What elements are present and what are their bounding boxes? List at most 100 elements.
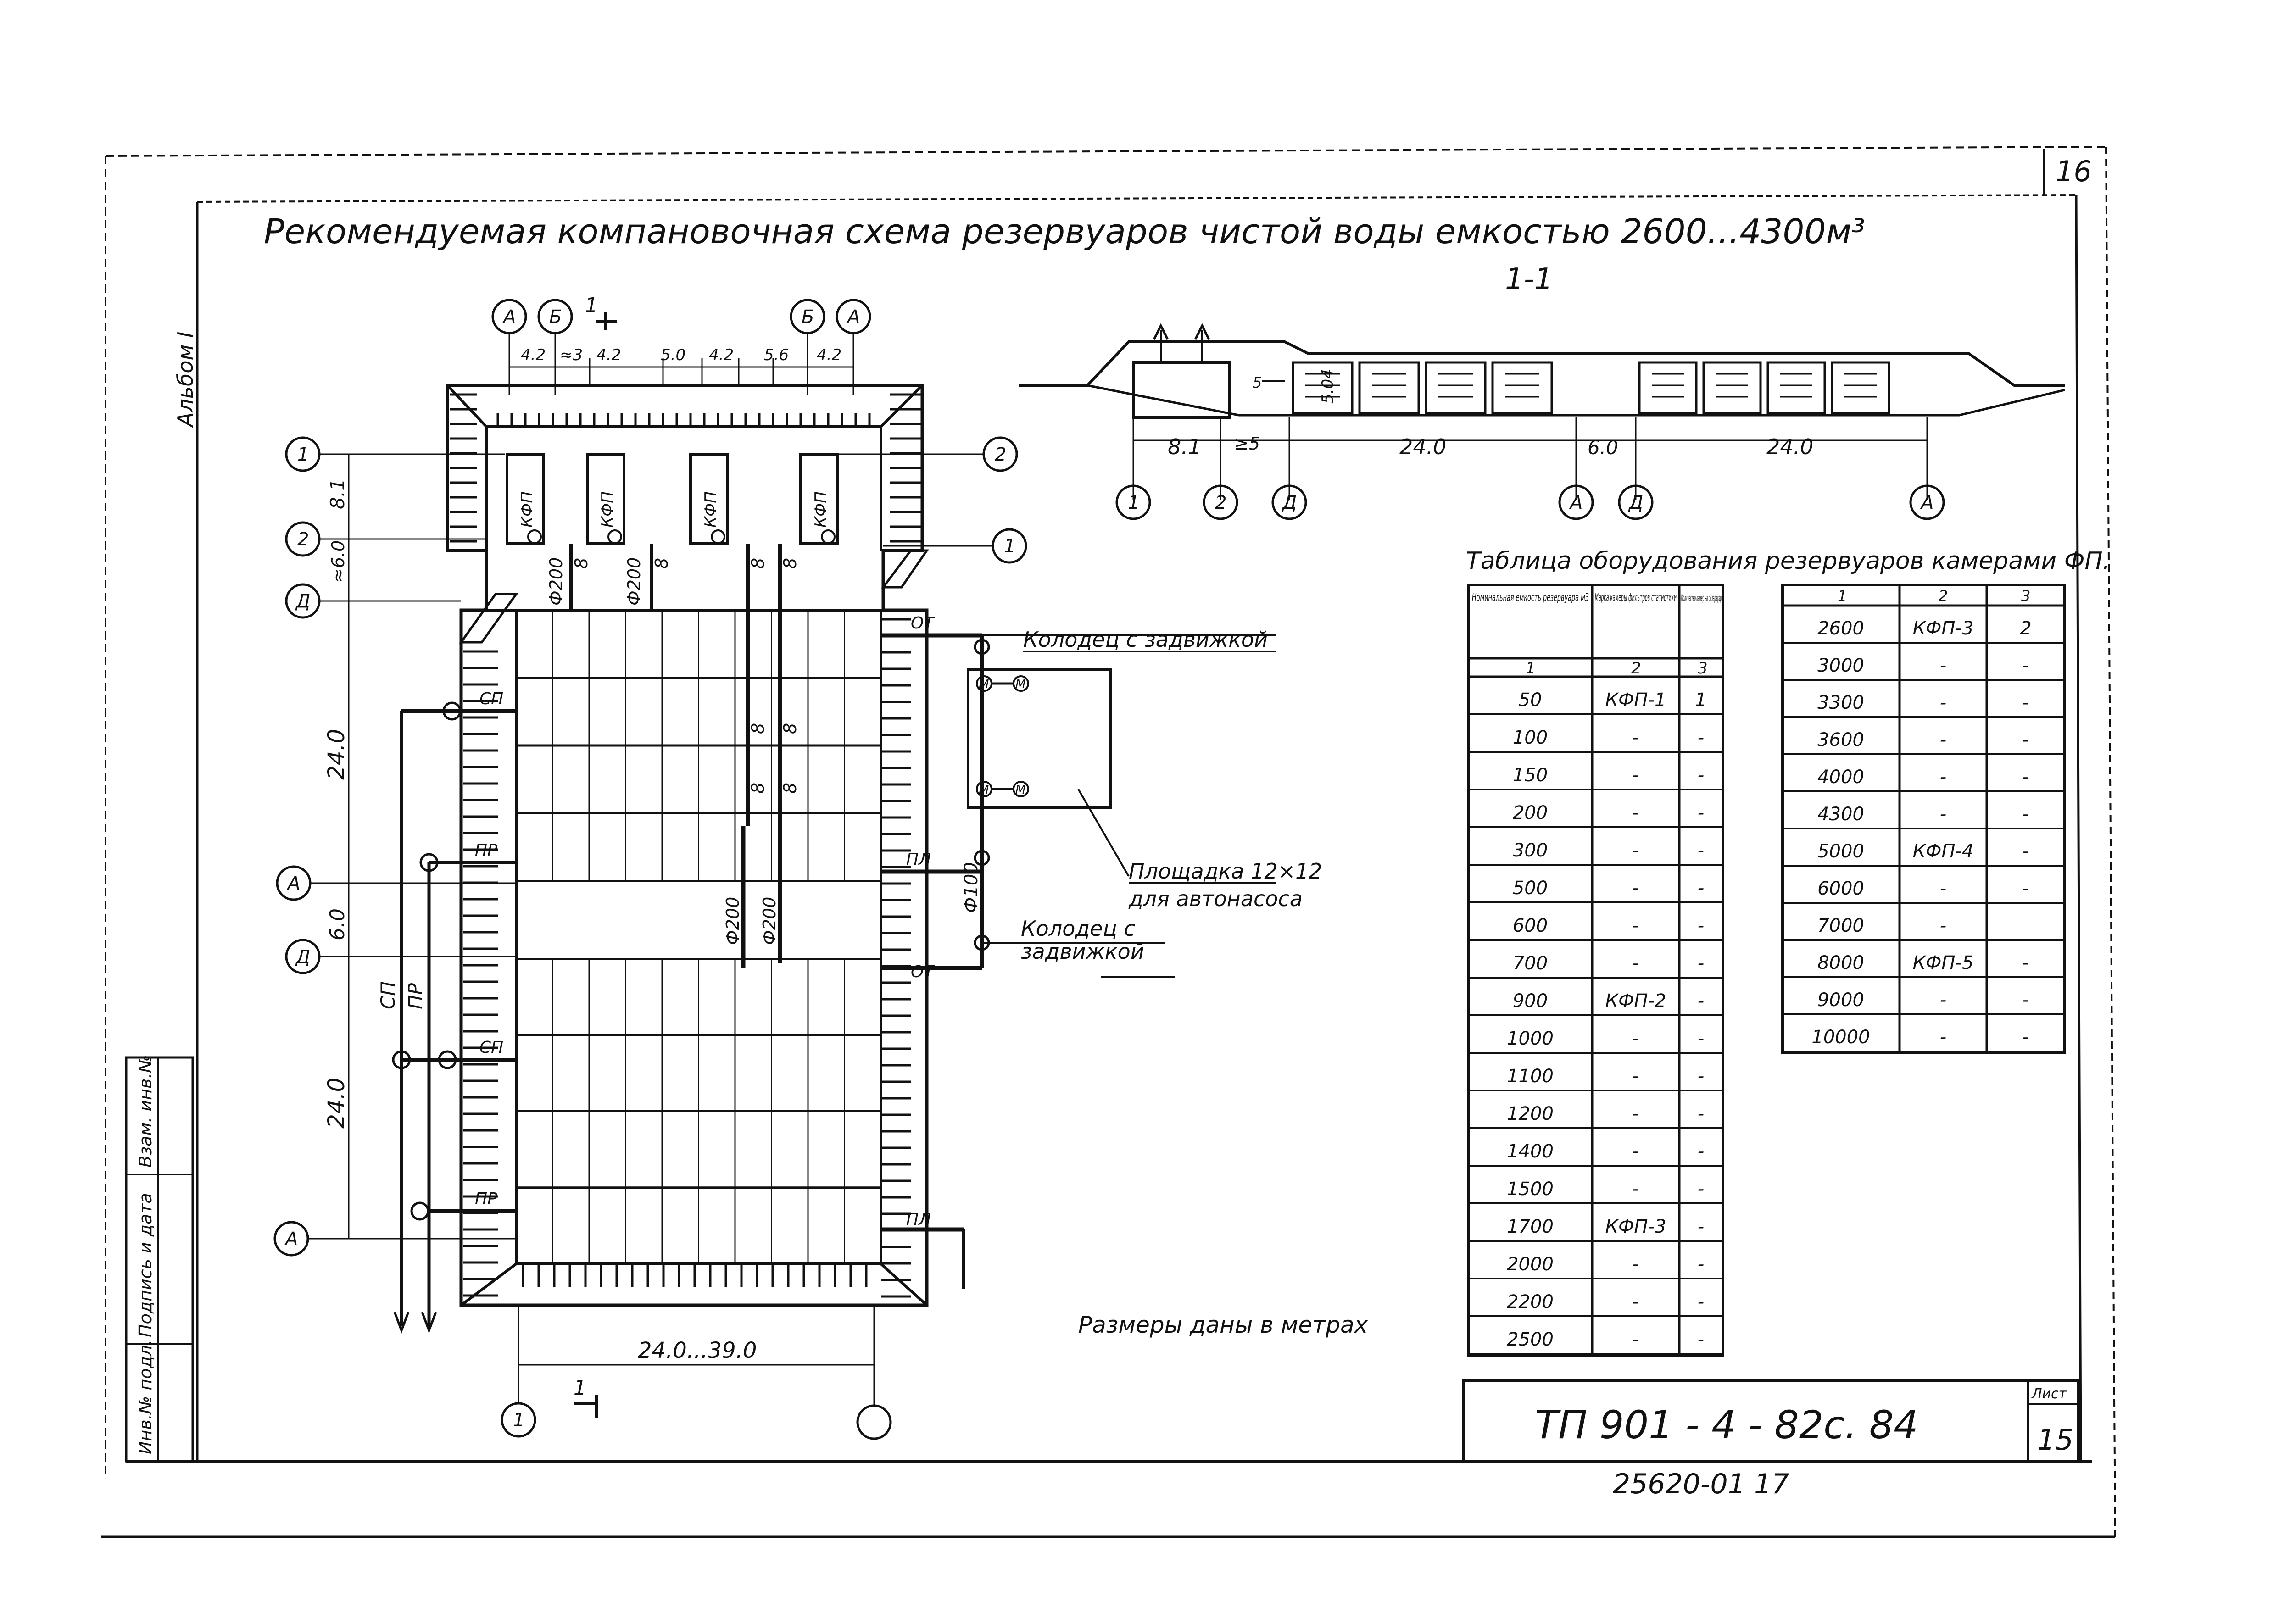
table-cell: - bbox=[1698, 840, 1704, 861]
axis-left-2: 2 bbox=[297, 529, 309, 550]
pipe-label-7: Ф200 bbox=[723, 897, 743, 945]
axis-right-1: 2 bbox=[995, 444, 1006, 465]
table-cell: КФП-2 bbox=[1605, 990, 1666, 1012]
table-cell: 2600 bbox=[1817, 618, 1864, 639]
pipe-label-right: Ф100 bbox=[961, 862, 982, 913]
table-cell: - bbox=[1698, 1103, 1704, 1124]
dimension-note: Размеры даны в метрах bbox=[1078, 1312, 1368, 1338]
table-cell: - bbox=[2023, 1027, 2029, 1048]
table-cell: - bbox=[1940, 915, 1946, 936]
table-cell: - bbox=[2023, 841, 2029, 862]
dim-top-2: ≈3 bbox=[560, 346, 583, 364]
slope-hatch-right bbox=[881, 393, 922, 1298]
table-cell: 2000 bbox=[1507, 1254, 1554, 1275]
axis-bottom-1: 1 bbox=[513, 1410, 524, 1431]
table-cell: 4300 bbox=[1817, 804, 1864, 825]
table-left-colnum-2: 2 bbox=[1631, 659, 1641, 678]
pump-platform-label-1: Площадка 12×12 bbox=[1129, 859, 1322, 884]
axis-bubbles-right bbox=[837, 436, 1027, 564]
section-cell bbox=[1702, 361, 1762, 414]
table-cell: - bbox=[1698, 1216, 1704, 1237]
table-cell: - bbox=[2023, 729, 2029, 751]
table-cell: - bbox=[1698, 1291, 1704, 1313]
pipe-mark-3: 8 bbox=[748, 783, 768, 794]
pipe-label-6: 8 bbox=[780, 558, 800, 569]
section-axis-1: 1 bbox=[1128, 492, 1139, 513]
table-cell: - bbox=[1633, 1066, 1639, 1087]
table-left-header-1: Номинальная емкость резервуара м3 bbox=[1472, 591, 1589, 604]
table-cell: - bbox=[2023, 878, 2029, 899]
table-cell: - bbox=[1633, 878, 1639, 899]
table-cell: КФП-5 bbox=[1913, 952, 1974, 973]
section-axis-6: А bbox=[1920, 492, 1933, 513]
cut-mark-top: 1 bbox=[585, 294, 598, 317]
table-cell: - bbox=[1633, 727, 1639, 748]
pipe-label-1: Ф200 bbox=[546, 557, 566, 606]
table-cell: - bbox=[1633, 1179, 1639, 1200]
pump-platform bbox=[967, 668, 1112, 809]
section-cell bbox=[1292, 361, 1354, 414]
table-cell: - bbox=[1633, 840, 1639, 861]
table-cell: 1500 bbox=[1507, 1179, 1554, 1200]
vertical-label-sp: СП bbox=[377, 981, 399, 1009]
side-label-ot-2: ОТ bbox=[911, 962, 935, 981]
axis-left-1: 1 bbox=[297, 444, 309, 465]
table-cell: - bbox=[1940, 767, 1946, 788]
dim-top-5: 4.2 bbox=[709, 346, 734, 364]
section-label: 1-1 bbox=[1505, 262, 1553, 296]
section-dim-3: 24.0 bbox=[1399, 434, 1446, 459]
axis-top-2: Б bbox=[549, 306, 562, 328]
section-axis-2: 2 bbox=[1215, 492, 1226, 513]
table-cell: - bbox=[1698, 727, 1704, 748]
reservoir-2-grid bbox=[516, 959, 881, 1264]
table-cell: - bbox=[1633, 1103, 1639, 1124]
valve-well-label-1: Колодец с задвижкой bbox=[1023, 627, 1268, 652]
side-label-pr-1: ПР bbox=[475, 841, 497, 860]
section-cell bbox=[1638, 361, 1698, 414]
vertical-label-pr: ПР bbox=[404, 983, 427, 1009]
pipe-label-4: 8 bbox=[652, 558, 672, 569]
table-cell: - bbox=[1633, 953, 1639, 974]
equipment-table-right bbox=[1781, 584, 2066, 1054]
table-cell: 1700 bbox=[1507, 1216, 1554, 1237]
width-dimension: 24.0...39.0 bbox=[638, 1338, 757, 1363]
table-cell: - bbox=[1633, 915, 1639, 936]
pipe-mark-1: 8 bbox=[748, 723, 768, 734]
pipe-mark-4: 8 bbox=[780, 783, 800, 794]
table-cell: - bbox=[2023, 804, 2029, 825]
table-cell: - bbox=[1633, 1291, 1639, 1313]
table-cell: КФП-3 bbox=[1913, 618, 1974, 639]
valve-well-label-2b: задвижкой bbox=[1021, 939, 1144, 964]
table-cell: - bbox=[1698, 1028, 1704, 1049]
dim-top-4: 5.0 bbox=[661, 346, 685, 364]
table-cell: 3300 bbox=[1817, 692, 1864, 713]
table-cell: - bbox=[1940, 692, 1946, 713]
chamber-label-1: КФП bbox=[518, 491, 536, 528]
table-cell: - bbox=[1940, 729, 1946, 751]
table-cell: 50 bbox=[1519, 690, 1542, 711]
table-cell: - bbox=[1698, 1179, 1704, 1200]
page-title: Рекомендуемая компановочная схема резерв… bbox=[264, 212, 1865, 251]
side-label-pr-2: ПР bbox=[475, 1190, 497, 1208]
table-cell: 2 bbox=[2020, 618, 2031, 639]
pump-mark-1: М bbox=[979, 678, 989, 691]
section-dim-2: ≥5 bbox=[1234, 434, 1260, 454]
slope-hatch-left bbox=[450, 393, 498, 1297]
table-cell: - bbox=[1940, 878, 1946, 899]
section-cells bbox=[1292, 361, 1890, 414]
pipe-label-3: Ф200 bbox=[624, 557, 644, 606]
table-cell: - bbox=[1698, 878, 1704, 899]
table-cell: - bbox=[1940, 990, 1946, 1011]
pump-mark-4: М bbox=[1015, 783, 1025, 797]
album-label: Альбом I bbox=[173, 332, 198, 428]
table-cell: 2200 bbox=[1507, 1291, 1554, 1313]
axis-right-2: 1 bbox=[1004, 536, 1015, 557]
stamp-code: ТП 901 - 4 - 82с. 84 bbox=[1535, 1402, 1918, 1447]
axis-left-5: Д bbox=[295, 946, 310, 968]
chamber-4 bbox=[799, 453, 839, 545]
axis-top-3: Б bbox=[802, 306, 814, 328]
table-title: Таблица оборудования резервуаров камерам… bbox=[1466, 547, 2110, 575]
table-cell: 6000 bbox=[1817, 878, 1864, 899]
cut-mark-bottom: 1 bbox=[574, 1376, 586, 1400]
